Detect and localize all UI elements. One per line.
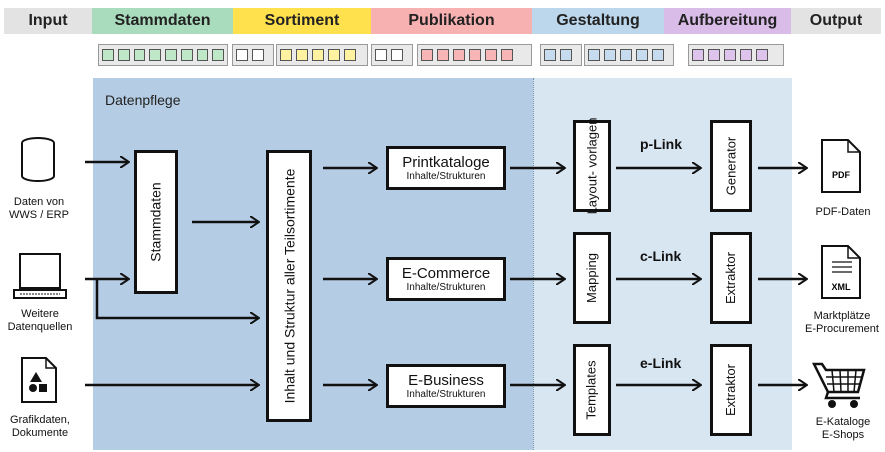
toolbar-sortiment-a[interactable] [232, 44, 274, 66]
input-caption-weitere: Weitere Datenquellen [7, 308, 73, 333]
xml-badge: XML [832, 282, 852, 292]
extraktor-box-2: Extraktor [710, 344, 752, 436]
sortiment-box: Inhalt und Struktur aller Teilsortimente [266, 150, 312, 422]
ecommerce-title: E-Commerce [401, 265, 491, 282]
document-shapes-icon [21, 357, 57, 403]
sortiment-label: Inhalt und Struktur aller Teilsortimente [281, 168, 297, 404]
input-caption-erp: Daten von WWS / ERP [9, 196, 69, 221]
laptop-icon [13, 253, 67, 299]
toolbar-stammdaten[interactable] [98, 44, 228, 66]
database-icon [21, 137, 55, 182]
mapping-box: Mapping [573, 232, 611, 324]
tab-gestaltung: Gestaltung [532, 8, 664, 34]
ecommerce-sub: Inhalte/Strukturen [406, 282, 486, 293]
printkataloge-sub: Inhalte/Strukturen [406, 171, 486, 182]
output-caption-pdf: PDF-Daten [815, 206, 871, 218]
output-caption-xml: Marktplätze E-Procurement [805, 310, 879, 335]
extraktor-label-1: Extraktor [723, 251, 739, 305]
tab-input: Input [4, 8, 92, 34]
pdf-file-icon: PDF [821, 139, 861, 193]
pdf-badge: PDF [832, 170, 851, 180]
tab-publikation: Publikation [371, 8, 532, 34]
stammdaten-label: Stammdaten [148, 182, 164, 262]
printkataloge-title: Printkataloge [402, 154, 490, 171]
layoutvorlagen-label: Layout- vorlagen [584, 117, 599, 215]
ebusiness-sub: Inhalte/Strukturen [406, 389, 486, 400]
templates-label: Templates [584, 360, 599, 420]
output-caption-shop: E-Kataloge E-Shops [815, 416, 871, 441]
extraktor-box-1: Extraktor [710, 232, 752, 324]
toolbar-publikation-b[interactable] [417, 44, 532, 66]
tab-stammdaten: Stammdaten [92, 8, 233, 34]
toolbar-gestaltung-b[interactable] [584, 44, 674, 66]
mapping-label: Mapping [584, 253, 599, 303]
toolbar-aufbereitung[interactable] [688, 44, 784, 66]
p-link-label: p-Link [640, 136, 682, 152]
extraktor-label-2: Extraktor [723, 363, 739, 417]
section-title: Datenpflege [105, 92, 181, 108]
tab-output: Output [791, 8, 881, 34]
shopping-cart-icon [812, 362, 866, 408]
input-caption-grafik: Grafikdaten, Dokumente [10, 414, 70, 439]
stammdaten-box: Stammdaten [134, 150, 178, 294]
toolbar-sortiment-b[interactable] [276, 44, 368, 66]
c-link-label: c-Link [640, 248, 682, 264]
tab-sortiment: Sortiment [233, 8, 371, 34]
toolbar-gestaltung-a[interactable] [540, 44, 582, 66]
xml-file-icon: XML [821, 245, 861, 299]
toolbar-publikation-a[interactable] [371, 44, 413, 66]
templates-box: Templates [573, 344, 611, 436]
e-link-label: e-Link [640, 355, 682, 371]
generator-label: Generator [723, 136, 739, 196]
generator-box: Generator [710, 120, 752, 212]
layoutvorlagen-box: Layout- vorlagen [573, 117, 611, 215]
ebusiness-title: E-Business [408, 372, 484, 389]
tab-aufbereitung: Aufbereitung [664, 8, 791, 34]
